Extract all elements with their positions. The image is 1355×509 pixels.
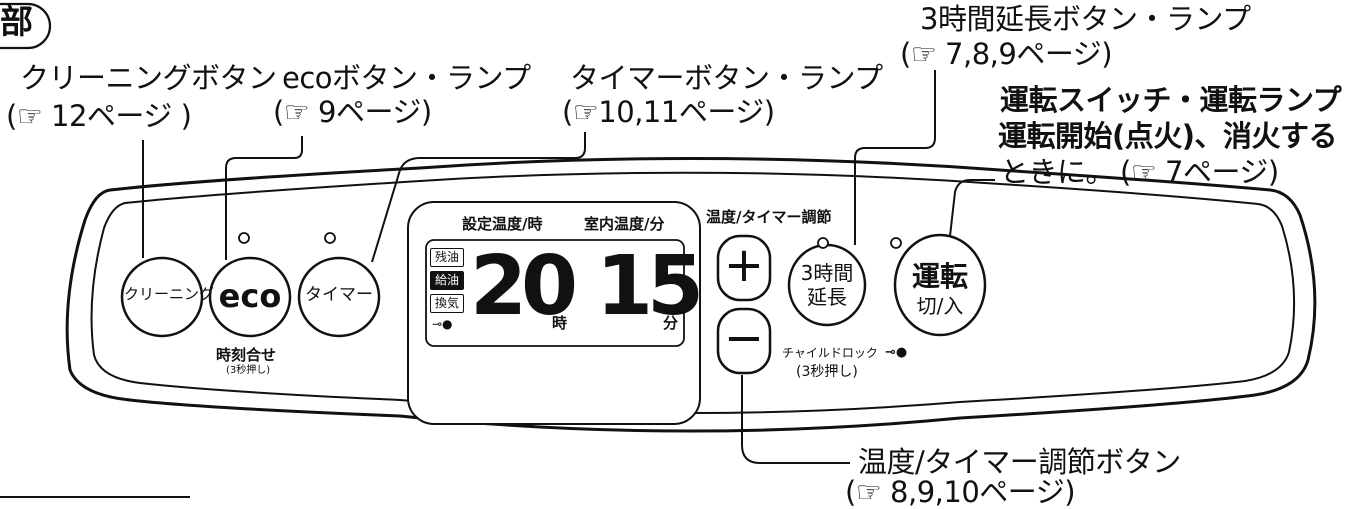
callout-cleaning-ref: (☞ 12ページ ) [6,99,192,133]
display-header-right: 室内温度/分 [584,215,665,233]
callout-adjust-label: 温度/タイマー調節ボタン [858,445,1181,479]
child-lock-note: (3秒押し) [796,364,858,380]
callout-timer-ref: (☞10,11ページ) [562,95,775,129]
child-lock-label: チャイルドロック [782,346,878,360]
callout-run-label1: 運転スイッチ・運転ランプ [1000,83,1342,117]
run-button-line2[interactable]: 切/入 [916,294,964,318]
leader-eco [225,136,303,260]
adjust-title: 温度/タイマー調節 [706,208,832,226]
callout-run-label3: ときに。 [1000,155,1115,189]
indicator-ventilate: 換気 [430,294,464,313]
timer-button[interactable]: タイマー [305,285,373,305]
callout-adjust-ref: (☞ 8,9,10ページ) [845,475,1076,509]
timer-lamp [324,232,336,244]
timer-button-shape [297,256,381,338]
display-left-unit: 時 [552,314,568,332]
callout-run-label2: 運転開始(点火)、消火する [998,119,1338,153]
three-hour-button-line2[interactable]: 延長 [807,285,847,309]
cleaning-button[interactable]: クリーニング [124,285,215,303]
leader-run [949,179,995,237]
indicator-refuel: 給油 [430,271,464,290]
clock-set-label: 時刻合せ [216,346,277,364]
run-button-shape [893,233,987,337]
callout-three-hour-ref: (☞ 7,8,9ページ) [900,37,1113,71]
eco-lamp [238,232,250,244]
callout-timer-label: タイマーボタン・ランプ [570,61,883,95]
three-hour-button-line1[interactable]: 3時間 [800,261,854,285]
display-right-unit: 分 [663,314,679,332]
leader-timer [371,132,586,263]
display-header-left: 設定温度/時 [462,215,543,233]
eco-button[interactable]: eco [218,277,282,315]
callout-three-hour-label: 3時間延長ボタン・ランプ [920,2,1251,36]
display-key-icon: ⊸● [432,317,453,331]
cleaning-button-shape [120,256,204,338]
display-left-value: 20 [470,239,578,334]
display-right-value: 15 [596,239,704,334]
panel-inner-outline [90,171,1296,414]
clock-set-note: (3秒押し) [226,365,271,376]
run-button-line1[interactable]: 運転 [911,260,968,293]
header-fragment: 部 [0,2,33,41]
leader-three-hour [854,70,936,245]
minus-button-shape [716,307,772,375]
callout-eco-label: ecoボタン・ランプ [282,61,531,95]
indicator-residual-oil: 残油 [430,248,464,267]
eco-button-shape [208,256,292,338]
leader-adjust [741,375,850,464]
callout-run-ref: (☞ 7ページ) [1120,155,1279,189]
callout-eco-ref: (☞ 9ページ) [273,95,432,129]
display-lcd [425,239,685,347]
three-hour-lamp [817,237,829,249]
panel-outer-outline [65,156,1317,433]
plus-button[interactable]: + [723,237,765,293]
callout-cleaning-label: クリーニングボタン [20,61,277,95]
minus-button[interactable]: − [723,310,765,366]
plus-button-shape [716,234,772,302]
key-icon: ⊸● [885,345,908,360]
header-fragment-bracket [0,2,52,50]
run-lamp [890,237,902,249]
